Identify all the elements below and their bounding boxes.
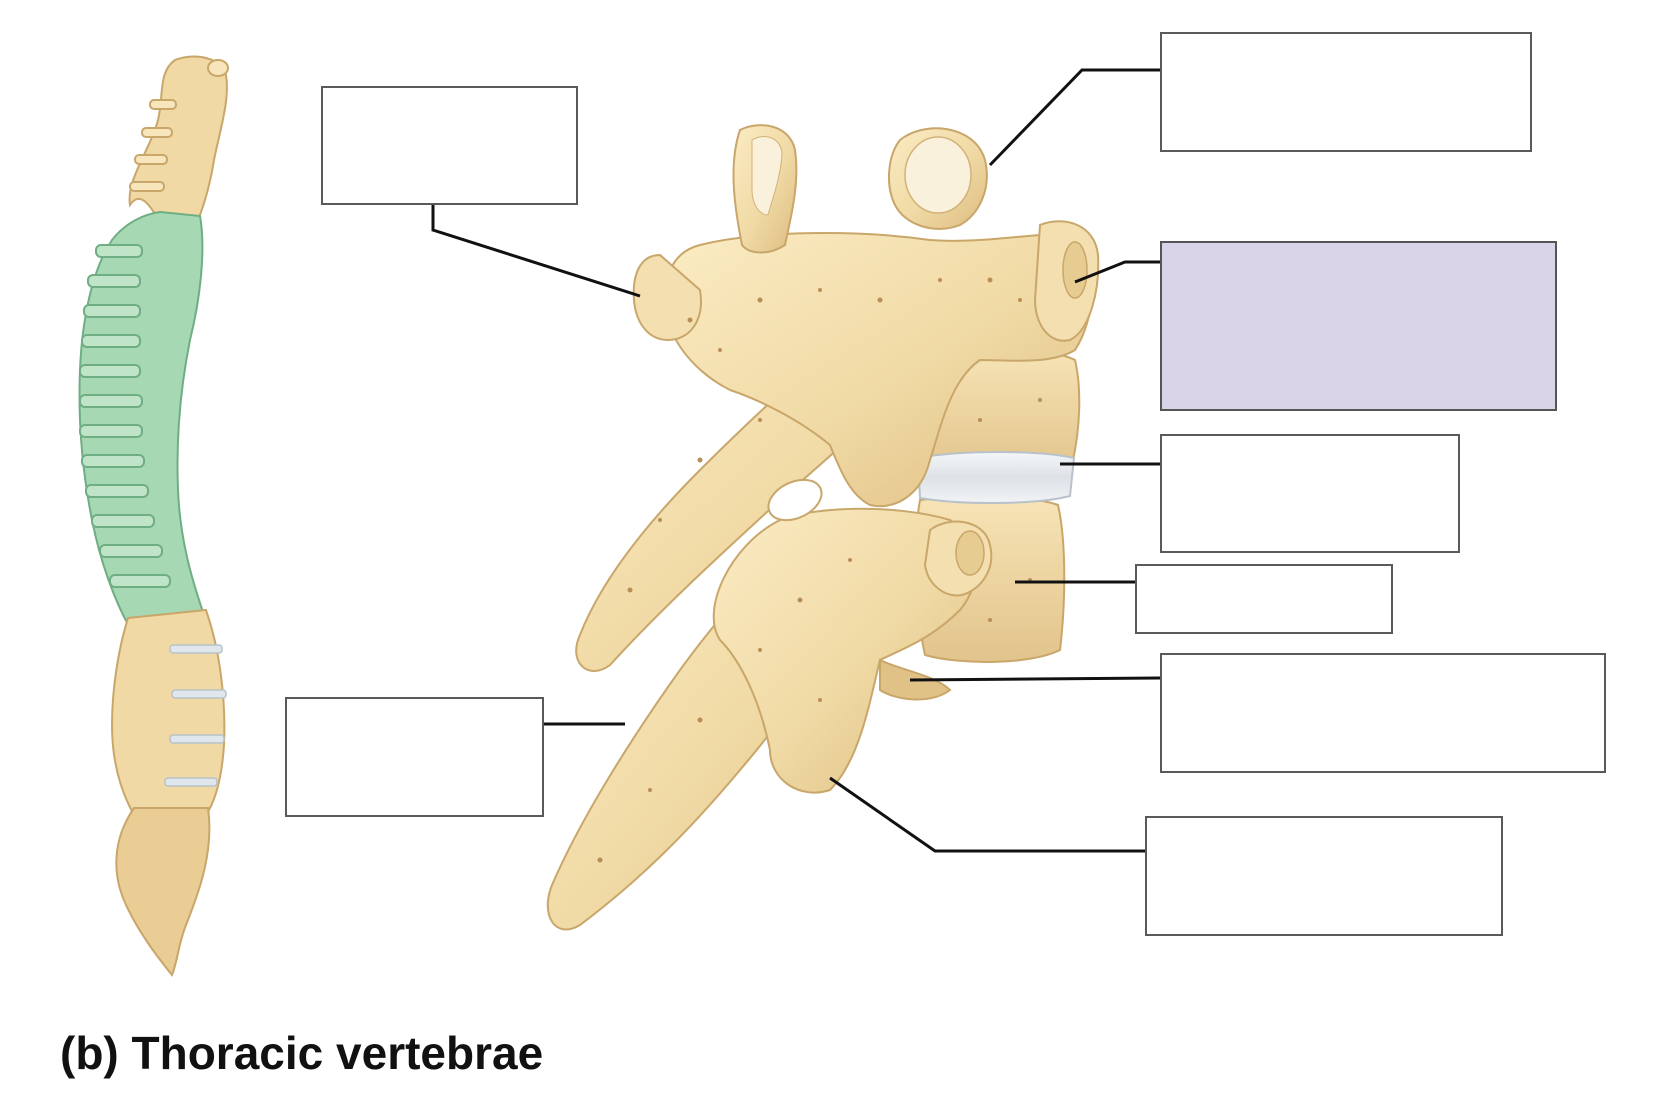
leader-line-right-5 bbox=[909, 676, 1161, 682]
leader-line-right-2 bbox=[1074, 260, 1160, 284]
label-box-bottom-right[interactable] bbox=[1145, 816, 1503, 936]
label-box-top-right[interactable] bbox=[1160, 32, 1532, 152]
label-box-right-2[interactable] bbox=[1160, 241, 1557, 411]
leader-line-bottom-right bbox=[829, 776, 1145, 853]
label-box-top-left[interactable] bbox=[321, 86, 578, 205]
figure-caption: (b) Thoracic vertebrae bbox=[60, 1027, 544, 1079]
intervertebral-foramen bbox=[767, 478, 823, 522]
label-box-right-3[interactable] bbox=[1160, 434, 1460, 553]
cervical-region bbox=[128, 55, 228, 224]
intervertebral-disc bbox=[916, 451, 1076, 505]
leader-lines bbox=[431, 68, 1161, 853]
label-box-right-5[interactable] bbox=[1160, 653, 1606, 773]
label-box-bottom-left[interactable] bbox=[285, 697, 544, 817]
thoracic-vertebrae-illustration bbox=[546, 124, 1100, 931]
leader-line-top-right bbox=[988, 68, 1160, 167]
label-box-right-4[interactable] bbox=[1135, 564, 1393, 634]
sacrum-region bbox=[115, 807, 211, 977]
spinal-column-illustration bbox=[78, 55, 229, 977]
leader-line-top-left bbox=[431, 205, 641, 298]
